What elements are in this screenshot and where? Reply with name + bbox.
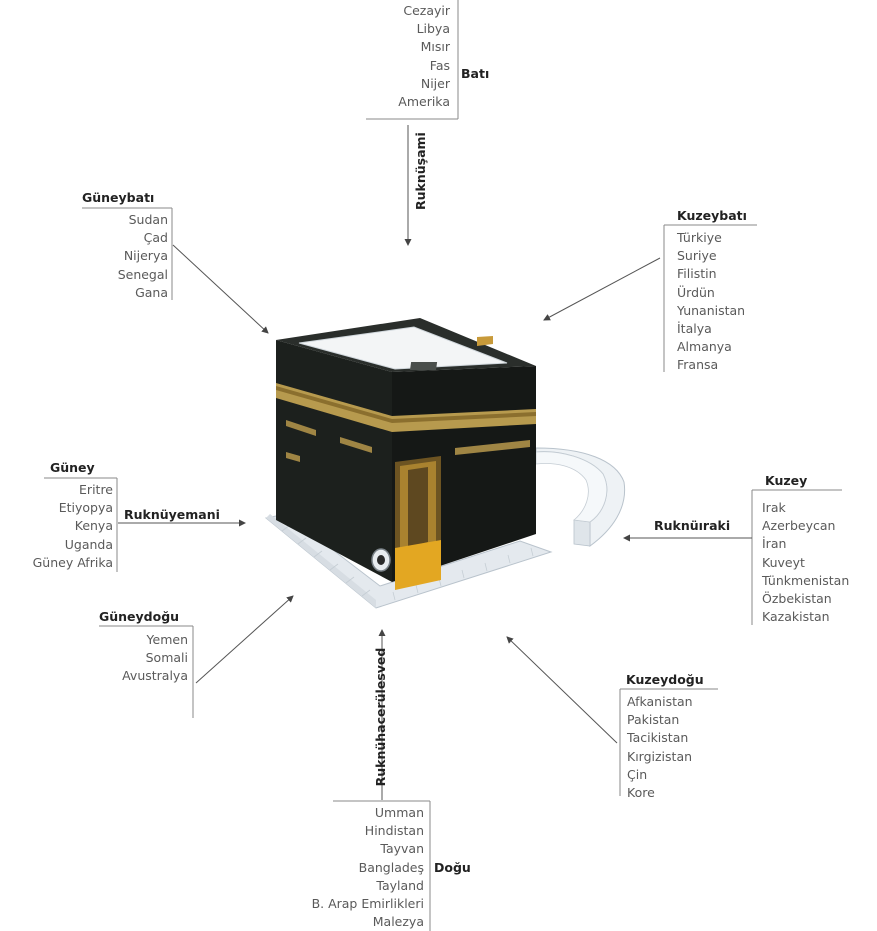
- list-item: Malezya: [372, 914, 424, 930]
- list-item: Kore: [627, 785, 655, 801]
- list-item: Etiyopya: [58, 500, 113, 516]
- list-item: Nijer: [420, 75, 450, 91]
- list-item: Bangladeş: [358, 859, 424, 875]
- list-item: Fransa: [677, 357, 719, 373]
- guneybati-country-list: Sudan Çad Nijerya Senegal Gana: [90, 211, 168, 302]
- kuzeydogu-title: Kuzeydoğu: [626, 672, 704, 687]
- list-item: Almanya: [677, 339, 732, 355]
- kuzeybati-title: Kuzeybatı: [677, 208, 747, 223]
- list-item: Somali: [145, 650, 188, 666]
- list-item: Özbekistan: [762, 591, 832, 607]
- list-item: İtalya: [677, 321, 712, 337]
- list-item: Amerika: [398, 94, 450, 110]
- list-item: Tayvan: [380, 841, 424, 857]
- ruknuhacerulesved-label: Ruknühacerülesved: [373, 647, 388, 787]
- list-item: B. Arap Emirlikleri: [311, 896, 424, 912]
- ruknusami-label: Ruknüşami: [413, 132, 428, 210]
- guneydogu-title: Güneydoğu: [99, 609, 180, 624]
- list-item: Irak: [762, 500, 786, 515]
- list-item: Gana: [135, 284, 168, 300]
- bati-title: Batı: [461, 66, 490, 81]
- guney-country-list: Eritre Etiyopya Kenya Uganda Güney Afrik…: [2, 481, 113, 572]
- kuzey-title: Kuzey: [765, 473, 808, 488]
- list-item: Kırgizistan: [627, 748, 693, 764]
- list-item: Hindistan: [364, 823, 424, 839]
- list-item: Fas: [429, 57, 450, 73]
- guneybati-title: Güneybatı: [82, 190, 155, 205]
- kuzeydogu-country-list: Afkanistan Pakistan Tacikistan Kırgizist…: [627, 693, 693, 802]
- dogu-title: Doğu: [434, 860, 471, 875]
- list-item: Afkanistan: [627, 694, 693, 709]
- list-item: Pakistan: [627, 712, 680, 728]
- list-item: Kazakistan: [762, 609, 830, 625]
- list-item: Suriye: [677, 248, 717, 264]
- list-item: Nijerya: [123, 248, 168, 264]
- arrow-kuzeydogu: [506, 636, 618, 744]
- list-item: Avustralya: [122, 668, 188, 684]
- list-item: Tünkmenistan: [762, 572, 850, 588]
- list-item: Türkiye: [677, 230, 722, 245]
- list-item: Çad: [143, 230, 168, 246]
- list-item: Libya: [416, 21, 450, 37]
- list-item: Senegal: [117, 266, 168, 282]
- list-item: Güney Afrika: [32, 554, 113, 570]
- list-item: Sudan: [128, 212, 168, 227]
- dogu-country-list: Umman Hindistan Tayvan Bangladeş Tayland…: [282, 804, 424, 931]
- kuzeybati-country-list: Türkiye Suriye Filistin Ürdün Yunanistan…: [677, 229, 745, 375]
- list-item: Ürdün: [677, 284, 715, 300]
- list-item: Filistin: [677, 266, 717, 282]
- list-item: Tacikistan: [627, 730, 689, 746]
- list-item: Kuveyt: [762, 554, 805, 570]
- list-item: Azerbeycan: [762, 518, 836, 534]
- list-item: Çin: [627, 766, 648, 782]
- list-item: Cezayir: [403, 3, 450, 18]
- kuzey-country-list: Irak Azerbeycan İran Kuveyt Tünkmenistan…: [762, 499, 849, 626]
- arrow-kuzeybati: [543, 257, 661, 321]
- guneydogu-country-list: Yemen Somali Avustralya: [92, 631, 188, 686]
- list-item: Yemen: [146, 632, 188, 647]
- list-item: Umman: [374, 805, 424, 820]
- list-item: İran: [762, 536, 787, 552]
- arrow-guneydogu: [195, 595, 294, 684]
- ruknuyemani-label: Ruknüyemani: [124, 507, 220, 522]
- guney-title: Güney: [50, 460, 95, 475]
- list-item: Yunanistan: [677, 302, 746, 318]
- list-item: Uganda: [64, 536, 113, 552]
- list-item: Tayland: [376, 877, 424, 893]
- list-item: Eritre: [79, 482, 113, 497]
- bati-country-list: Cezayir Libya Mısır Fas Nijer Amerika: [372, 2, 450, 111]
- ruknuiraki-label: Ruknüıraki: [654, 518, 731, 533]
- list-item: Kenya: [74, 518, 113, 534]
- kaaba-illustration: [264, 318, 626, 609]
- list-item: Mısır: [420, 39, 450, 55]
- arrow-guneybati: [172, 244, 269, 334]
